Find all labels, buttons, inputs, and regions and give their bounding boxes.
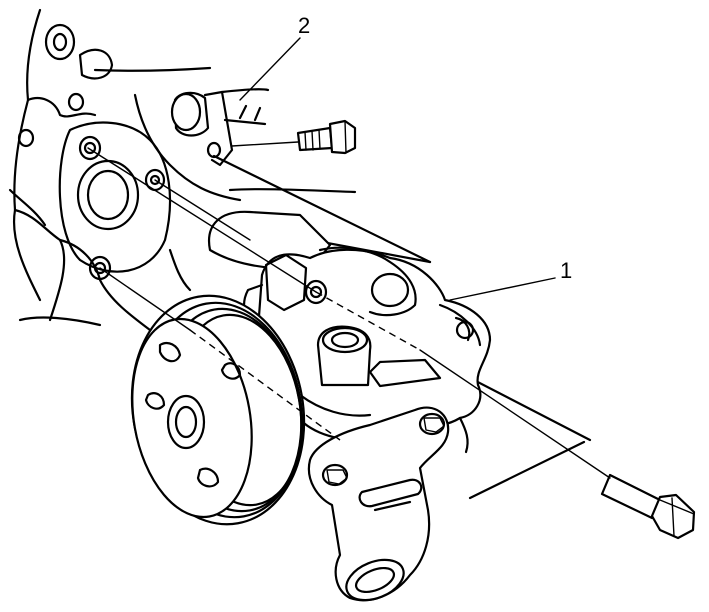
bracket-bolt — [231, 119, 357, 155]
callout-2: 2 — [239, 13, 310, 101]
water-pump-part — [207, 210, 492, 454]
alignment-lines — [87, 147, 611, 479]
pump-bolt — [600, 473, 696, 540]
callout-2-label: 2 — [298, 13, 310, 38]
callout-1: 1 — [449, 258, 572, 301]
outlet-housing — [307, 406, 450, 602]
callout-1-label: 1 — [560, 258, 572, 283]
pulley-part — [130, 294, 306, 526]
bracket-part — [170, 88, 270, 167]
